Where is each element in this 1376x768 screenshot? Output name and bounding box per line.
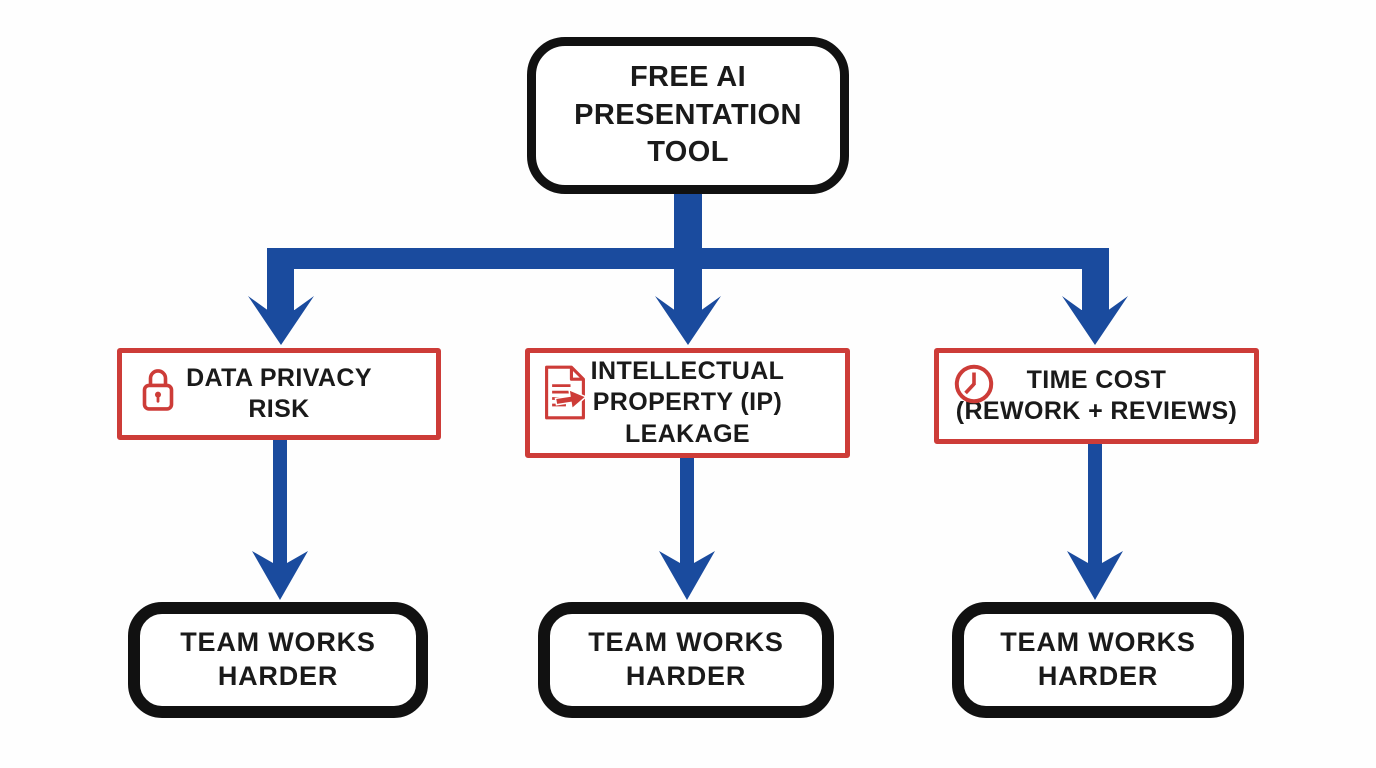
risk-node-ip-leakage: INTELLECTUAL PROPERTY (IP) LEAKAGE	[525, 348, 850, 458]
risk-label: TIME COST (REWORK + REVIEWS)	[955, 365, 1238, 425]
outcome-label: TEAM WORKS HARDER	[180, 627, 376, 691]
arrowhead-middle	[655, 296, 721, 345]
outcome-node: TEAM WORKS HARDER	[952, 602, 1244, 718]
clock-icon	[953, 363, 995, 410]
tree-branch-connector	[248, 190, 1128, 345]
lock-icon	[139, 366, 177, 418]
risk-node-data-privacy: DATA PRIVACY RISK	[117, 348, 441, 440]
outcome-label: TEAM WORKS HARDER	[1000, 627, 1196, 691]
root-node: FREE AI PRESENTATION TOOL	[527, 37, 849, 194]
risk-to-outcome-arrows	[252, 438, 1123, 600]
arrowhead-left	[248, 296, 314, 345]
risk-label: DATA PRIVACY RISK	[186, 363, 372, 423]
arrowhead-right	[1062, 296, 1128, 345]
document-leak-icon	[542, 364, 588, 427]
risk-label: INTELLECTUAL PROPERTY (IP) LEAKAGE	[590, 357, 785, 448]
outcome-node: TEAM WORKS HARDER	[538, 602, 834, 718]
outcome-node: TEAM WORKS HARDER	[128, 602, 428, 718]
risk-node-time-cost: TIME COST (REWORK + REVIEWS)	[934, 348, 1259, 444]
outcome-label: TEAM WORKS HARDER	[588, 627, 784, 691]
root-node-label: FREE AI PRESENTATION TOOL	[574, 60, 802, 169]
